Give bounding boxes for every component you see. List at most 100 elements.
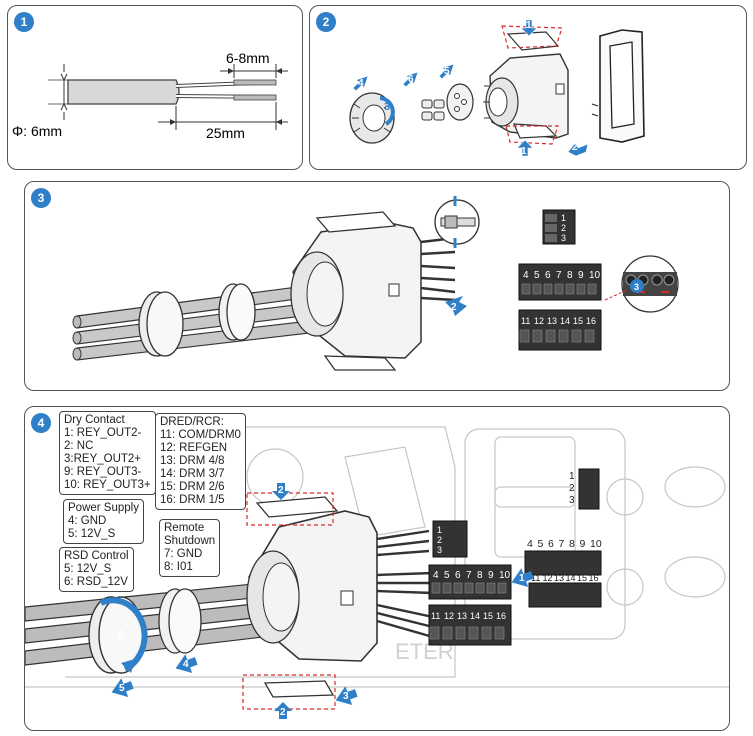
connector-body <box>483 31 569 139</box>
sealing-nut <box>349 92 395 144</box>
step-1-arrow-bottom <box>516 139 534 157</box>
screw-slot <box>429 626 440 640</box>
pin-label: 14 <box>470 611 480 621</box>
screw-slot <box>521 283 531 295</box>
svg-text:1: 1 <box>521 146 527 157</box>
screw-slot <box>545 329 556 343</box>
screw-slot <box>494 626 505 640</box>
svg-text:1: 1 <box>526 20 532 31</box>
svg-text:4: 4 <box>183 659 189 670</box>
svg-text:3: 3 <box>634 282 639 292</box>
step-2-panel: 2 <box>309 5 747 170</box>
pin-label: 12 <box>444 611 454 621</box>
pin-label: 9 <box>578 270 584 281</box>
seal-ring <box>446 83 474 121</box>
pin-label: 5 <box>534 270 540 281</box>
step-3-badge: 3 <box>31 188 51 208</box>
pin-label: 12 <box>543 573 553 583</box>
screw-slot <box>464 582 474 594</box>
ferrule-inset <box>434 196 480 248</box>
screw-slot <box>453 582 463 594</box>
cable-length-label: 25mm <box>206 125 245 141</box>
pin-label: 8 <box>477 570 483 581</box>
svg-text:2: 2 <box>451 302 457 313</box>
screw-slot <box>497 582 507 594</box>
pin-label: 16 <box>586 316 596 326</box>
step-1-arrow-top <box>520 19 538 37</box>
svg-text:5: 5 <box>444 66 450 77</box>
pin-label: 15 <box>577 573 587 583</box>
svg-text:1: 1 <box>437 525 442 535</box>
screw-slot <box>571 329 582 343</box>
screw-slot <box>475 582 485 594</box>
screw-slot <box>543 283 553 295</box>
step-3-arrow <box>335 686 358 706</box>
connector-body <box>246 496 378 698</box>
pin-label: 9 <box>580 538 586 550</box>
pin-label: 11 <box>521 316 530 326</box>
screw-slot <box>519 329 530 343</box>
svg-text:3: 3 <box>561 233 566 243</box>
pin-label: 9 <box>488 570 494 581</box>
remote-shutdown-label-box: Remote Shutdown 7: GND 8: I01 <box>159 519 221 577</box>
screw-slot <box>532 329 543 343</box>
pin-label: 8 <box>569 538 575 550</box>
seal-ring <box>158 588 202 654</box>
dry-contact-label-box: Dry Contact 1: REY_OUT2- 2: NC 3:REY_OUT… <box>59 411 156 495</box>
cable-strip-diagram: 6-8mm Φ: 6mm 25mm <box>12 50 288 141</box>
svg-text:1: 1 <box>519 573 525 584</box>
screw-slot <box>576 283 586 295</box>
power-supply-label-box: Power Supply 4: GND 5: 12V_S <box>63 499 144 544</box>
svg-text:2: 2 <box>278 485 284 496</box>
screw-slot <box>442 582 452 594</box>
svg-text:2: 2 <box>572 142 578 153</box>
pin-label: 10 <box>589 270 601 281</box>
sealing-nut <box>138 291 184 357</box>
svg-text:2: 2 <box>437 535 442 545</box>
pin-label: 6 <box>455 570 461 581</box>
pin-label: 7 <box>559 538 565 550</box>
svg-text:2: 2 <box>280 707 286 718</box>
socket-1-3: 1 2 3 <box>569 468 600 510</box>
terminal-block-1-3: 1 2 3 <box>542 209 576 245</box>
sealing-nut: 6 <box>88 596 148 674</box>
screw-slot <box>587 283 597 295</box>
pin-label: 13 <box>457 611 467 621</box>
pin-label: 4 <box>527 538 533 550</box>
svg-text:5: 5 <box>119 683 125 694</box>
step-4-panel: ETER 6 <box>24 406 730 731</box>
pin-label: 10 <box>590 538 602 550</box>
pin-label: 6 <box>545 270 551 281</box>
rsd-control-label-box: RSD Control 5: 12V_S 6: RSD_12V <box>59 547 134 592</box>
step-2-arrow <box>567 141 589 157</box>
screw-slot <box>486 582 496 594</box>
svg-text:2: 2 <box>569 483 575 494</box>
screw-slot <box>442 626 453 640</box>
screw-slot <box>481 626 492 640</box>
plug-block-1-3: 1 2 3 <box>432 520 468 558</box>
svg-text:4: 4 <box>358 78 364 89</box>
pin-label: 15 <box>573 316 583 326</box>
svg-text:1: 1 <box>561 213 566 223</box>
svg-text:2: 2 <box>561 223 566 233</box>
pin-label: 12 <box>534 316 544 326</box>
screw-slot <box>584 329 595 343</box>
seal-ring <box>218 283 256 341</box>
pin-label: 16 <box>496 611 506 621</box>
pin-label: 4 <box>433 570 439 581</box>
pin-label: 14 <box>560 316 570 326</box>
svg-text:6: 6 <box>117 627 124 642</box>
step-5-arrow <box>438 63 455 80</box>
screw-slot <box>558 329 569 343</box>
step-2-badge: 2 <box>316 12 336 32</box>
step-1-panel: 1 6-8mm Φ: 6mm 25mm <box>7 5 303 170</box>
screw-slot <box>455 626 466 640</box>
cable-sheath <box>67 79 180 105</box>
screw-slot <box>468 626 479 640</box>
